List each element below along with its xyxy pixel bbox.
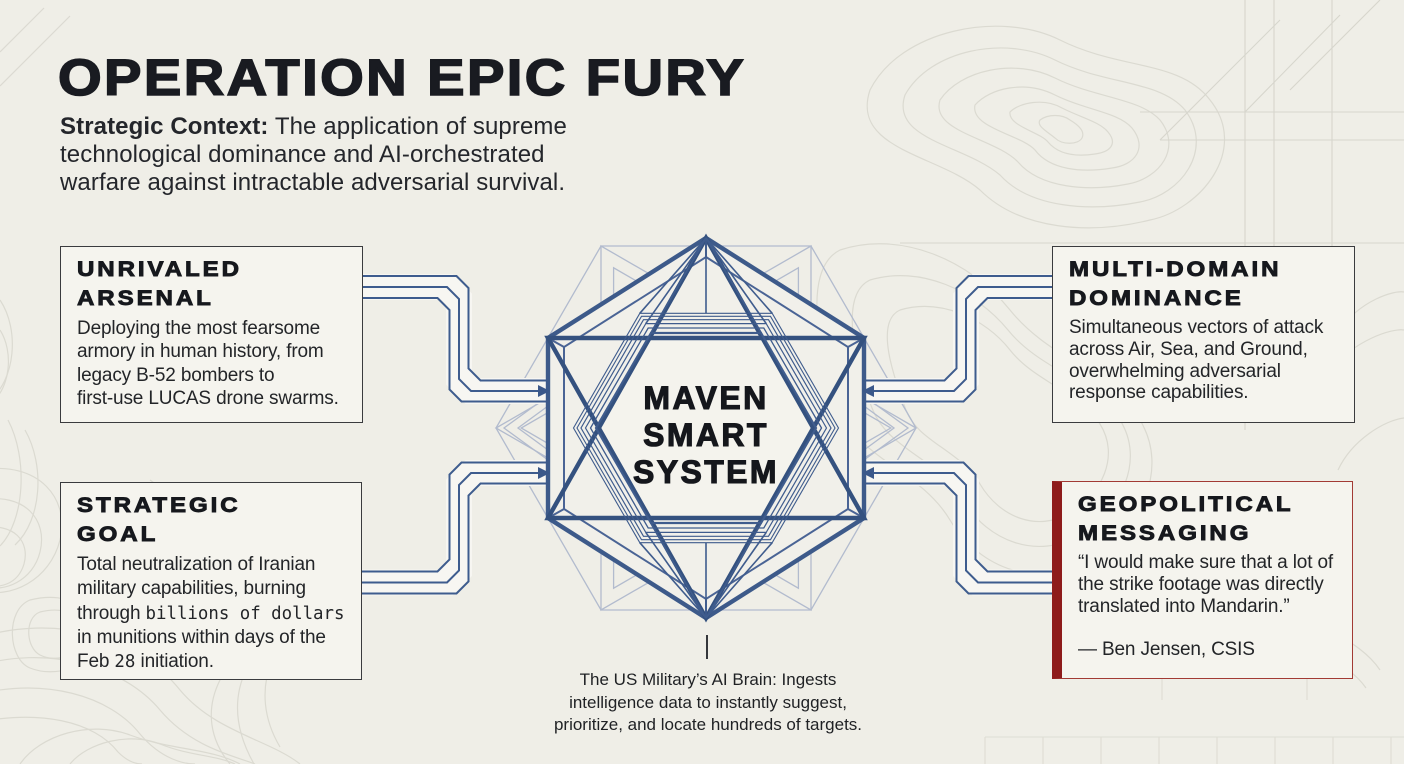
quote-line: “I would make sure that a lot of [1078,552,1333,573]
box-title-line: ARSENAL [76,286,214,311]
context-label: Strategic Context: [60,113,269,140]
body-line: first-use LUCAS drone swarms. [77,387,339,409]
body-text-segment: Feb [77,651,115,673]
body-line: Feb 28 initiation. [77,650,345,674]
box-title: STRATEGIC GOAL [76,491,377,549]
fan-connectors [639,237,773,619]
box-title-line: STRATEGIC [76,493,241,518]
center-hexagon-fill [596,333,816,523]
body-line: Deploying the most fearsome [77,318,321,339]
label-line: SYSTEM [632,453,779,490]
caption-line: intelligence data to instantly suggest, [569,692,847,712]
caption-line: The US Military’s AI Brain: Ingests [579,670,837,689]
hexagram-star [544,233,868,623]
box-body: Deploying the most fearsome armory in hu… [77,317,346,410]
box-geopolitical-messaging: GEOPOLITICAL MESSAGING “I would make sur… [1052,481,1353,679]
box-title: MULTI-DOMAIN DOMINANCE [1068,255,1370,313]
mono-text-segment: 28 [114,652,136,673]
strategic-context: Strategic Context: The application of su… [60,113,567,197]
box-title-line: GOAL [76,522,159,547]
label-line: MAVEN [643,379,769,416]
body-text-segment: initiation. [135,651,214,673]
body-line: armory in human history, from [77,341,324,363]
box-unrivaled-arsenal: UNRIVALED ARSENAL Deploying the most fea… [60,246,363,423]
body-line: through billions of dollars [77,602,345,626]
body-line: legacy B-52 bombers to [77,364,275,386]
box-quote: “I would make sure that a lot of the str… [1078,552,1336,661]
body-line: across Air, Sea, and Ground, [1069,338,1308,360]
label-line: SMART [643,416,769,453]
box-body: Simultaneous vectors of attack across Ai… [1069,317,1338,404]
body-line: in munitions within days of the [77,626,326,648]
quote-line: translated into Mandarin.” [1078,595,1290,617]
box-strategic-goal: STRATEGIC GOAL Total neutralization of I… [60,482,362,680]
box-multi-domain-dominance: MULTI-DOMAIN DOMINANCE Simultaneous vect… [1052,246,1355,423]
body-line: Total neutralization of Iranian [77,554,316,575]
body-line: overwhelming adversarial [1069,360,1281,382]
quote-line: the strike footage was directly [1078,573,1324,595]
circuit-traces [362,274,1052,596]
context-line-2: technological dominance and AI-orchestra… [60,141,545,168]
caption-line: prioritize, and locate hundreds of targe… [553,715,863,734]
body-line: response capabilities. [1069,382,1249,404]
box-title-line: MESSAGING [1077,521,1252,546]
box-title-line: UNRIVALED [76,257,242,282]
box-title-line: GEOPOLITICAL [1077,492,1294,517]
box-title-line: MULTI-DOMAIN [1068,257,1282,282]
page-title: OPERATION EPIC FURY [57,48,747,107]
body-text-segment: through [77,602,146,624]
quote-attribution: — Ben Jensen, CSIS [1078,639,1255,661]
body-line: military capabilities, burning [77,578,306,600]
box-title: UNRIVALED ARSENAL [76,255,378,313]
box-title-line: DOMINANCE [1068,286,1244,311]
mono-text-segment: billions of dollars [145,603,345,624]
figure-caption: The US Military’s AI Brain: Ingests inte… [532,669,884,737]
box-body: Total neutralization of Iranian military… [77,553,345,674]
context-line-1: Strategic Context: The application of su… [60,113,567,141]
port-arrows [538,385,874,479]
maven-smart-system-label: MAVEN SMART SYSTEM [606,379,806,491]
box-title: GEOPOLITICAL MESSAGING [1077,490,1367,548]
context-text: The application of supreme [268,113,567,140]
context-line-3: warfare against intractable adversarial … [60,169,566,196]
body-line: Simultaneous vectors of attack [1069,317,1324,338]
